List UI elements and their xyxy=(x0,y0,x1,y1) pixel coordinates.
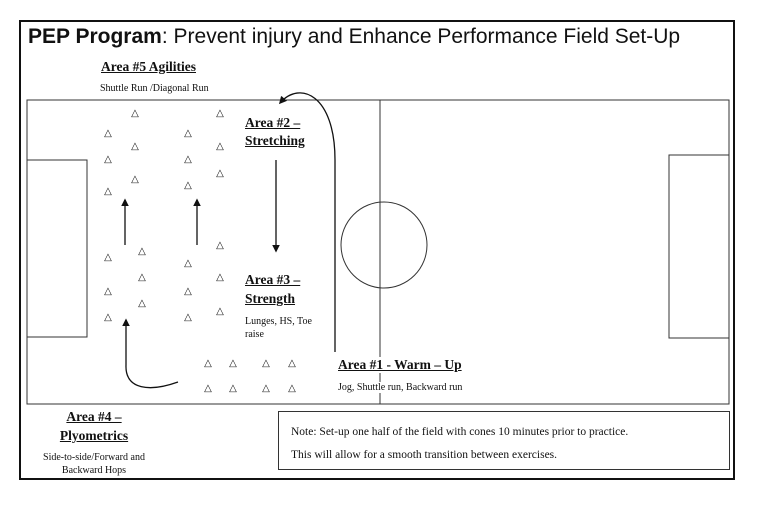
cone-marker: △ xyxy=(184,180,192,191)
page-title: PEP Program: Prevent injury and Enhance … xyxy=(28,25,680,49)
cone-marker: △ xyxy=(104,286,112,297)
arrow-curve-to-area5 xyxy=(122,318,179,389)
area3-heading-line2: Strength xyxy=(245,291,296,306)
area5-heading: Area #5 Agilities xyxy=(101,59,196,74)
cone-marker: △ xyxy=(184,258,192,269)
center-circle xyxy=(340,201,428,289)
cone-marker: △ xyxy=(229,358,237,369)
area5-description: Shuttle Run /Diagonal Run xyxy=(100,83,209,94)
cone-marker: △ xyxy=(229,383,237,394)
cone-marker: △ xyxy=(216,272,224,283)
cone-marker: △ xyxy=(288,383,296,394)
area2-heading-line2: Stretching xyxy=(245,133,305,148)
area4-description-line1: Side-to-side/Forward and xyxy=(43,452,145,463)
cone-marker: △ xyxy=(131,108,139,119)
area4-heading-line1: Area #4 – xyxy=(66,409,122,424)
cone-marker: △ xyxy=(184,286,192,297)
arrow-curve-to-area2 xyxy=(278,92,336,352)
cone-group: △ △ △ △ △ △ △ △ △ △ △ △ △ △ △ △ △ △ △ △ △ △ △ △ △ △ △ △ △ △ △ △ xyxy=(104,108,296,394)
cone-marker: △ xyxy=(138,246,146,257)
cone-marker: △ xyxy=(216,306,224,317)
area4-heading-line2: Plyometrics xyxy=(59,428,129,443)
cone-marker: △ xyxy=(204,358,212,369)
cone-marker: △ xyxy=(216,141,224,152)
cone-marker: △ xyxy=(138,298,146,309)
left-penalty-box xyxy=(26,159,88,338)
title-program-name: PEP Program xyxy=(28,25,162,48)
cone-marker: △ xyxy=(104,312,112,323)
cone-marker: △ xyxy=(204,383,212,394)
cone-marker: △ xyxy=(131,174,139,185)
area2-heading-line1: Area #2 – xyxy=(245,115,301,130)
right-penalty-box xyxy=(668,154,730,339)
cone-marker: △ xyxy=(216,240,224,251)
note-box: Note: Set-up one half of the field with … xyxy=(278,411,730,470)
cone-marker: △ xyxy=(216,108,224,119)
cone-marker: △ xyxy=(184,312,192,323)
cone-marker: △ xyxy=(104,128,112,139)
area1-heading: Area #1 - Warm – Up xyxy=(338,357,464,373)
cone-marker: △ xyxy=(262,383,270,394)
title-subtitle: : Prevent injury and Enhance Performance… xyxy=(161,25,681,48)
cone-marker: △ xyxy=(184,154,192,165)
cone-marker: △ xyxy=(262,358,270,369)
area4-description-line2: Backward Hops xyxy=(61,465,127,476)
cone-marker: △ xyxy=(104,252,112,263)
cone-marker: △ xyxy=(288,358,296,369)
cone-marker: △ xyxy=(131,141,139,152)
area3-description-line2: raise xyxy=(245,329,264,340)
cone-marker: △ xyxy=(216,168,224,179)
area1-description: Jog, Shuttle run, Backward run xyxy=(338,382,465,393)
cone-marker: △ xyxy=(138,272,146,283)
cone-marker: △ xyxy=(104,154,112,165)
note-line-2: This will allow for a smooth transition … xyxy=(291,449,558,461)
area3-heading-line1: Area #3 – xyxy=(245,272,301,287)
note-line-1: Note: Set-up one half of the field with … xyxy=(291,426,629,438)
cone-marker: △ xyxy=(104,186,112,197)
diagram-frame xyxy=(19,20,735,480)
cone-marker: △ xyxy=(184,128,192,139)
area3-description-line1: Lunges, HS, Toe xyxy=(245,316,312,327)
